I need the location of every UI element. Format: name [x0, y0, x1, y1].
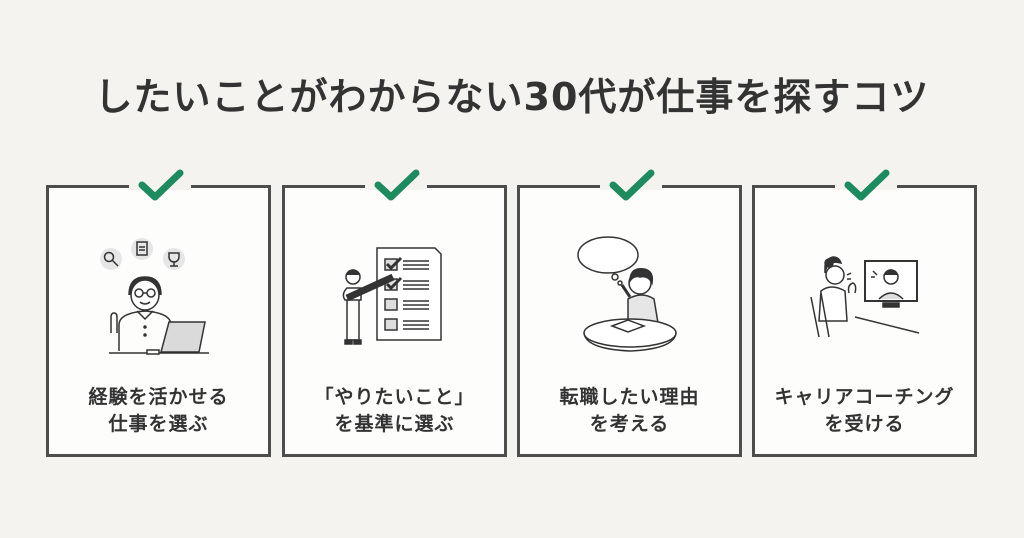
check-icon [138, 169, 184, 201]
tip-label: 「やりたいこと」 を基準に選ぶ [314, 386, 475, 435]
tip-card-experience: 経験を活かせる 仕事を選ぶ [46, 169, 271, 457]
check-icon [374, 169, 420, 201]
tip-card-want-to-do: 「やりたいこと」 を基準に選ぶ [282, 169, 507, 457]
tip-card-coaching: キャリアコーチング を受ける [752, 169, 977, 457]
checklist-illustration [342, 247, 442, 345]
tip-label: 転職したい理由 を考える [559, 386, 700, 435]
check-icon [844, 169, 890, 201]
check-icon [609, 169, 655, 201]
tip-card-reason: 転職したい理由 を考える [517, 169, 742, 457]
man-at-laptop-illustration [99, 238, 209, 355]
tip-label: 経験を活かせる 仕事を選ぶ [88, 386, 229, 435]
tip-label: キャリアコーチング を受ける [774, 386, 955, 435]
page-title: したいことがわからない30代が仕事を探すコツ [94, 75, 930, 119]
video-call-coaching-illustration [809, 256, 919, 338]
thinking-person-illustration [576, 236, 677, 352]
